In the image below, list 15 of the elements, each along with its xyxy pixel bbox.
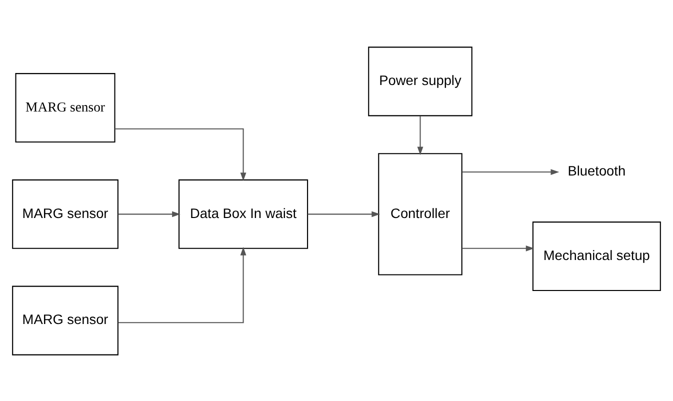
arrow bbox=[417, 115, 424, 155]
arrow bbox=[118, 246, 246, 323]
node-box: MARG sensor bbox=[12, 285, 118, 355]
arrow bbox=[462, 244, 534, 251]
node-box: Power supply bbox=[368, 46, 472, 116]
node-box: Data Box In waist bbox=[178, 178, 308, 248]
node-box: MARG sensor bbox=[12, 178, 118, 248]
arrow bbox=[114, 128, 246, 181]
arrow bbox=[462, 168, 560, 174]
node-box: Mechanical setup bbox=[532, 221, 661, 291]
arrow bbox=[118, 210, 180, 217]
node-box: Controller bbox=[378, 152, 462, 275]
node-text: Bluetooth bbox=[568, 163, 626, 178]
arrow bbox=[308, 210, 380, 217]
node-box: MARG sensor bbox=[15, 72, 116, 142]
